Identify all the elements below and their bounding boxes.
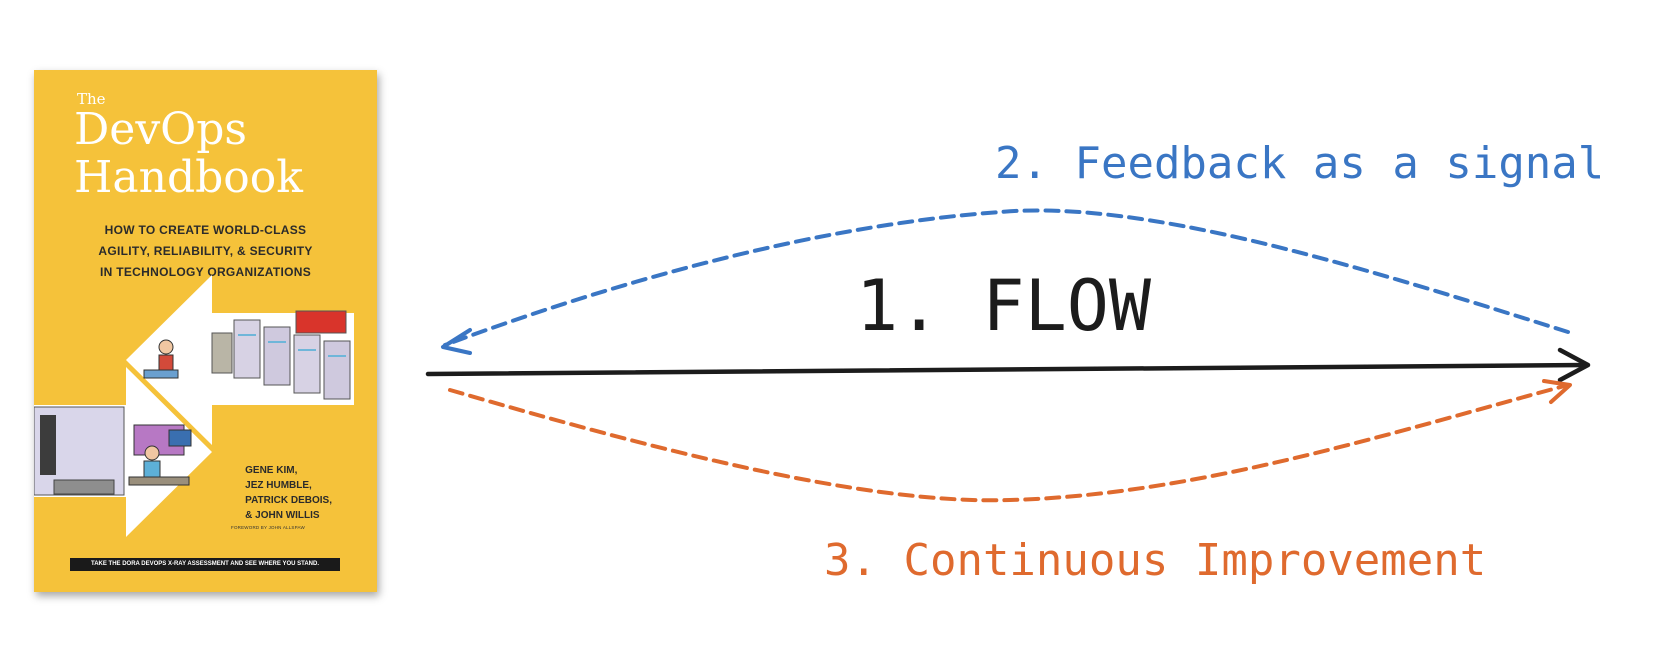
feedback-label: 2. Feedback as a signal [995, 138, 1605, 189]
feedback-arrowhead [441, 328, 472, 355]
feedback-arrow-line [443, 208, 1570, 347]
book-authors: GENE KIM, JEZ HUMBLE, PATRICK DEBOIS, & … [245, 463, 332, 523]
book-cover-illustration [34, 275, 354, 537]
book-title-line-1: DevOps [74, 104, 247, 155]
improvement-arrow-line [448, 383, 1570, 503]
book-author-3: PATRICK DEBOIS, [245, 495, 332, 506]
book-author-1: GENE KIM, [245, 465, 298, 476]
devops-handbook-cover: The DevOps Handbook HOW TO CREATE WORLD-… [34, 70, 377, 592]
book-subtitle-line-3: IN TECHNOLOGY ORGANIZATIONS [100, 265, 311, 279]
improvement-label: 3. Continuous Improvement [824, 535, 1487, 586]
book-foreword: FOREWORD BY JOHN ALLSPAW [231, 525, 305, 530]
book-subtitle-line-1: HOW TO CREATE WORLD-CLASS [104, 223, 307, 237]
book-bottom-bar: TAKE THE DORA DEVOPS X-RAY ASSESSMENT AN… [70, 558, 340, 571]
office-lower [34, 406, 192, 496]
book-title-article: The [77, 90, 106, 108]
flow-label: 1. FLOW [856, 265, 1152, 347]
book-subtitle: HOW TO CREATE WORLD-CLASS AGILITY, RELIA… [34, 220, 377, 283]
book-title-line-2: Handbook [74, 152, 303, 203]
person-upper [143, 339, 179, 379]
book-title: DevOps Handbook [74, 106, 303, 202]
improvement-arrowhead [1542, 379, 1572, 404]
book-author-4: & JOHN WILLIS [245, 510, 320, 521]
server-rack-group [211, 310, 351, 400]
flow-arrowhead [1557, 347, 1591, 383]
flow-arrow-line [425, 362, 1588, 377]
book-subtitle-line-2: AGILITY, RELIABILITY, & SECURITY [98, 244, 313, 258]
book-author-2: JEZ HUMBLE, [245, 480, 312, 491]
